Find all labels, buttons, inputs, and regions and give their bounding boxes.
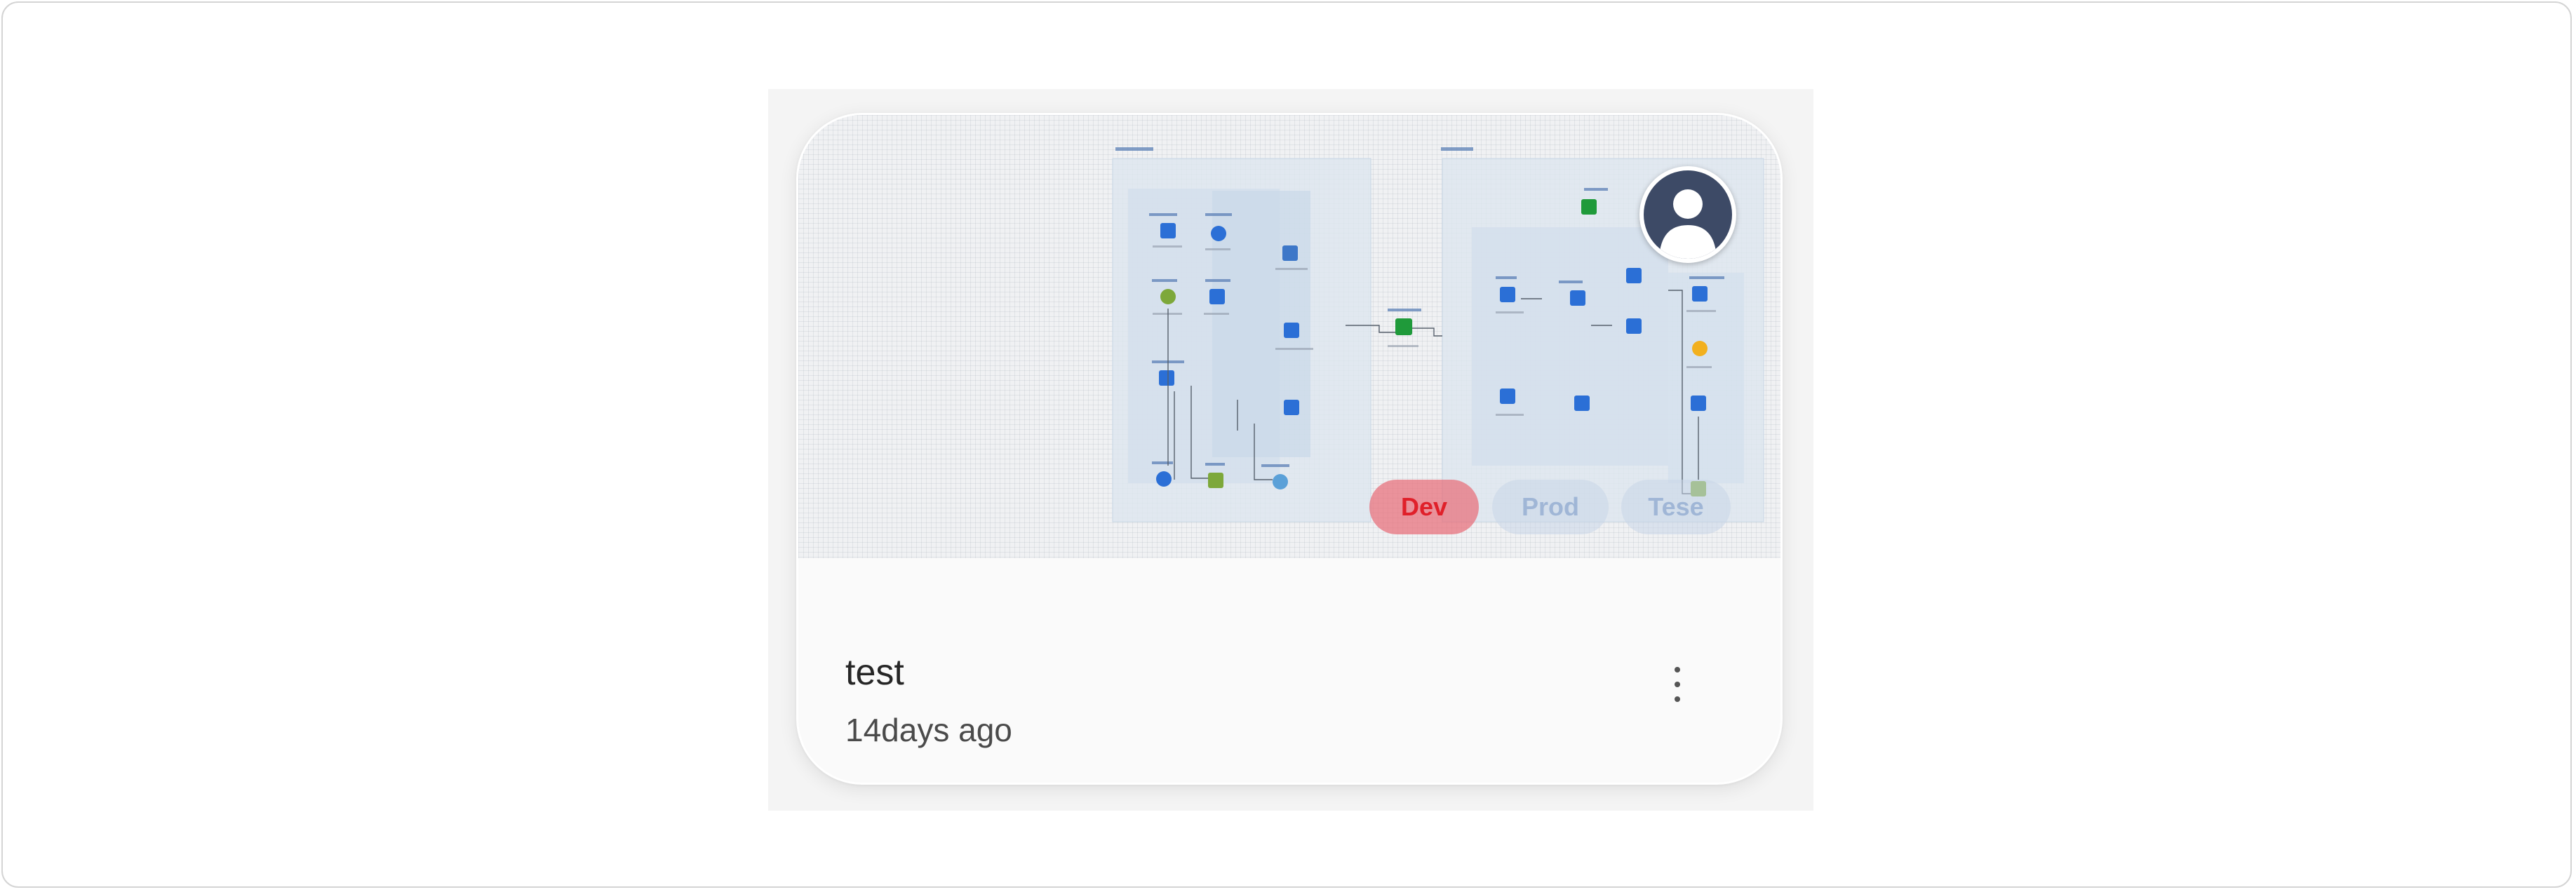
project-card[interactable]: Dev Prod Tese test 14days ago [796, 113, 1783, 785]
tag-prod[interactable]: Prod [1492, 480, 1609, 534]
tag-dev[interactable]: Dev [1369, 480, 1479, 534]
last-modified-time: 14days ago [845, 712, 1012, 748]
project-title: test [845, 652, 904, 693]
diagram-thumbnail[interactable]: Dev Prod Tese [798, 115, 1780, 558]
tag-test[interactable]: Tese [1621, 480, 1731, 534]
vertical-ellipsis-icon[interactable] [1670, 658, 1684, 722]
owner-avatar [1639, 166, 1736, 263]
card-area: Dev Prod Tese test 14days ago [768, 89, 1813, 811]
user-avatar-icon [1644, 170, 1732, 259]
